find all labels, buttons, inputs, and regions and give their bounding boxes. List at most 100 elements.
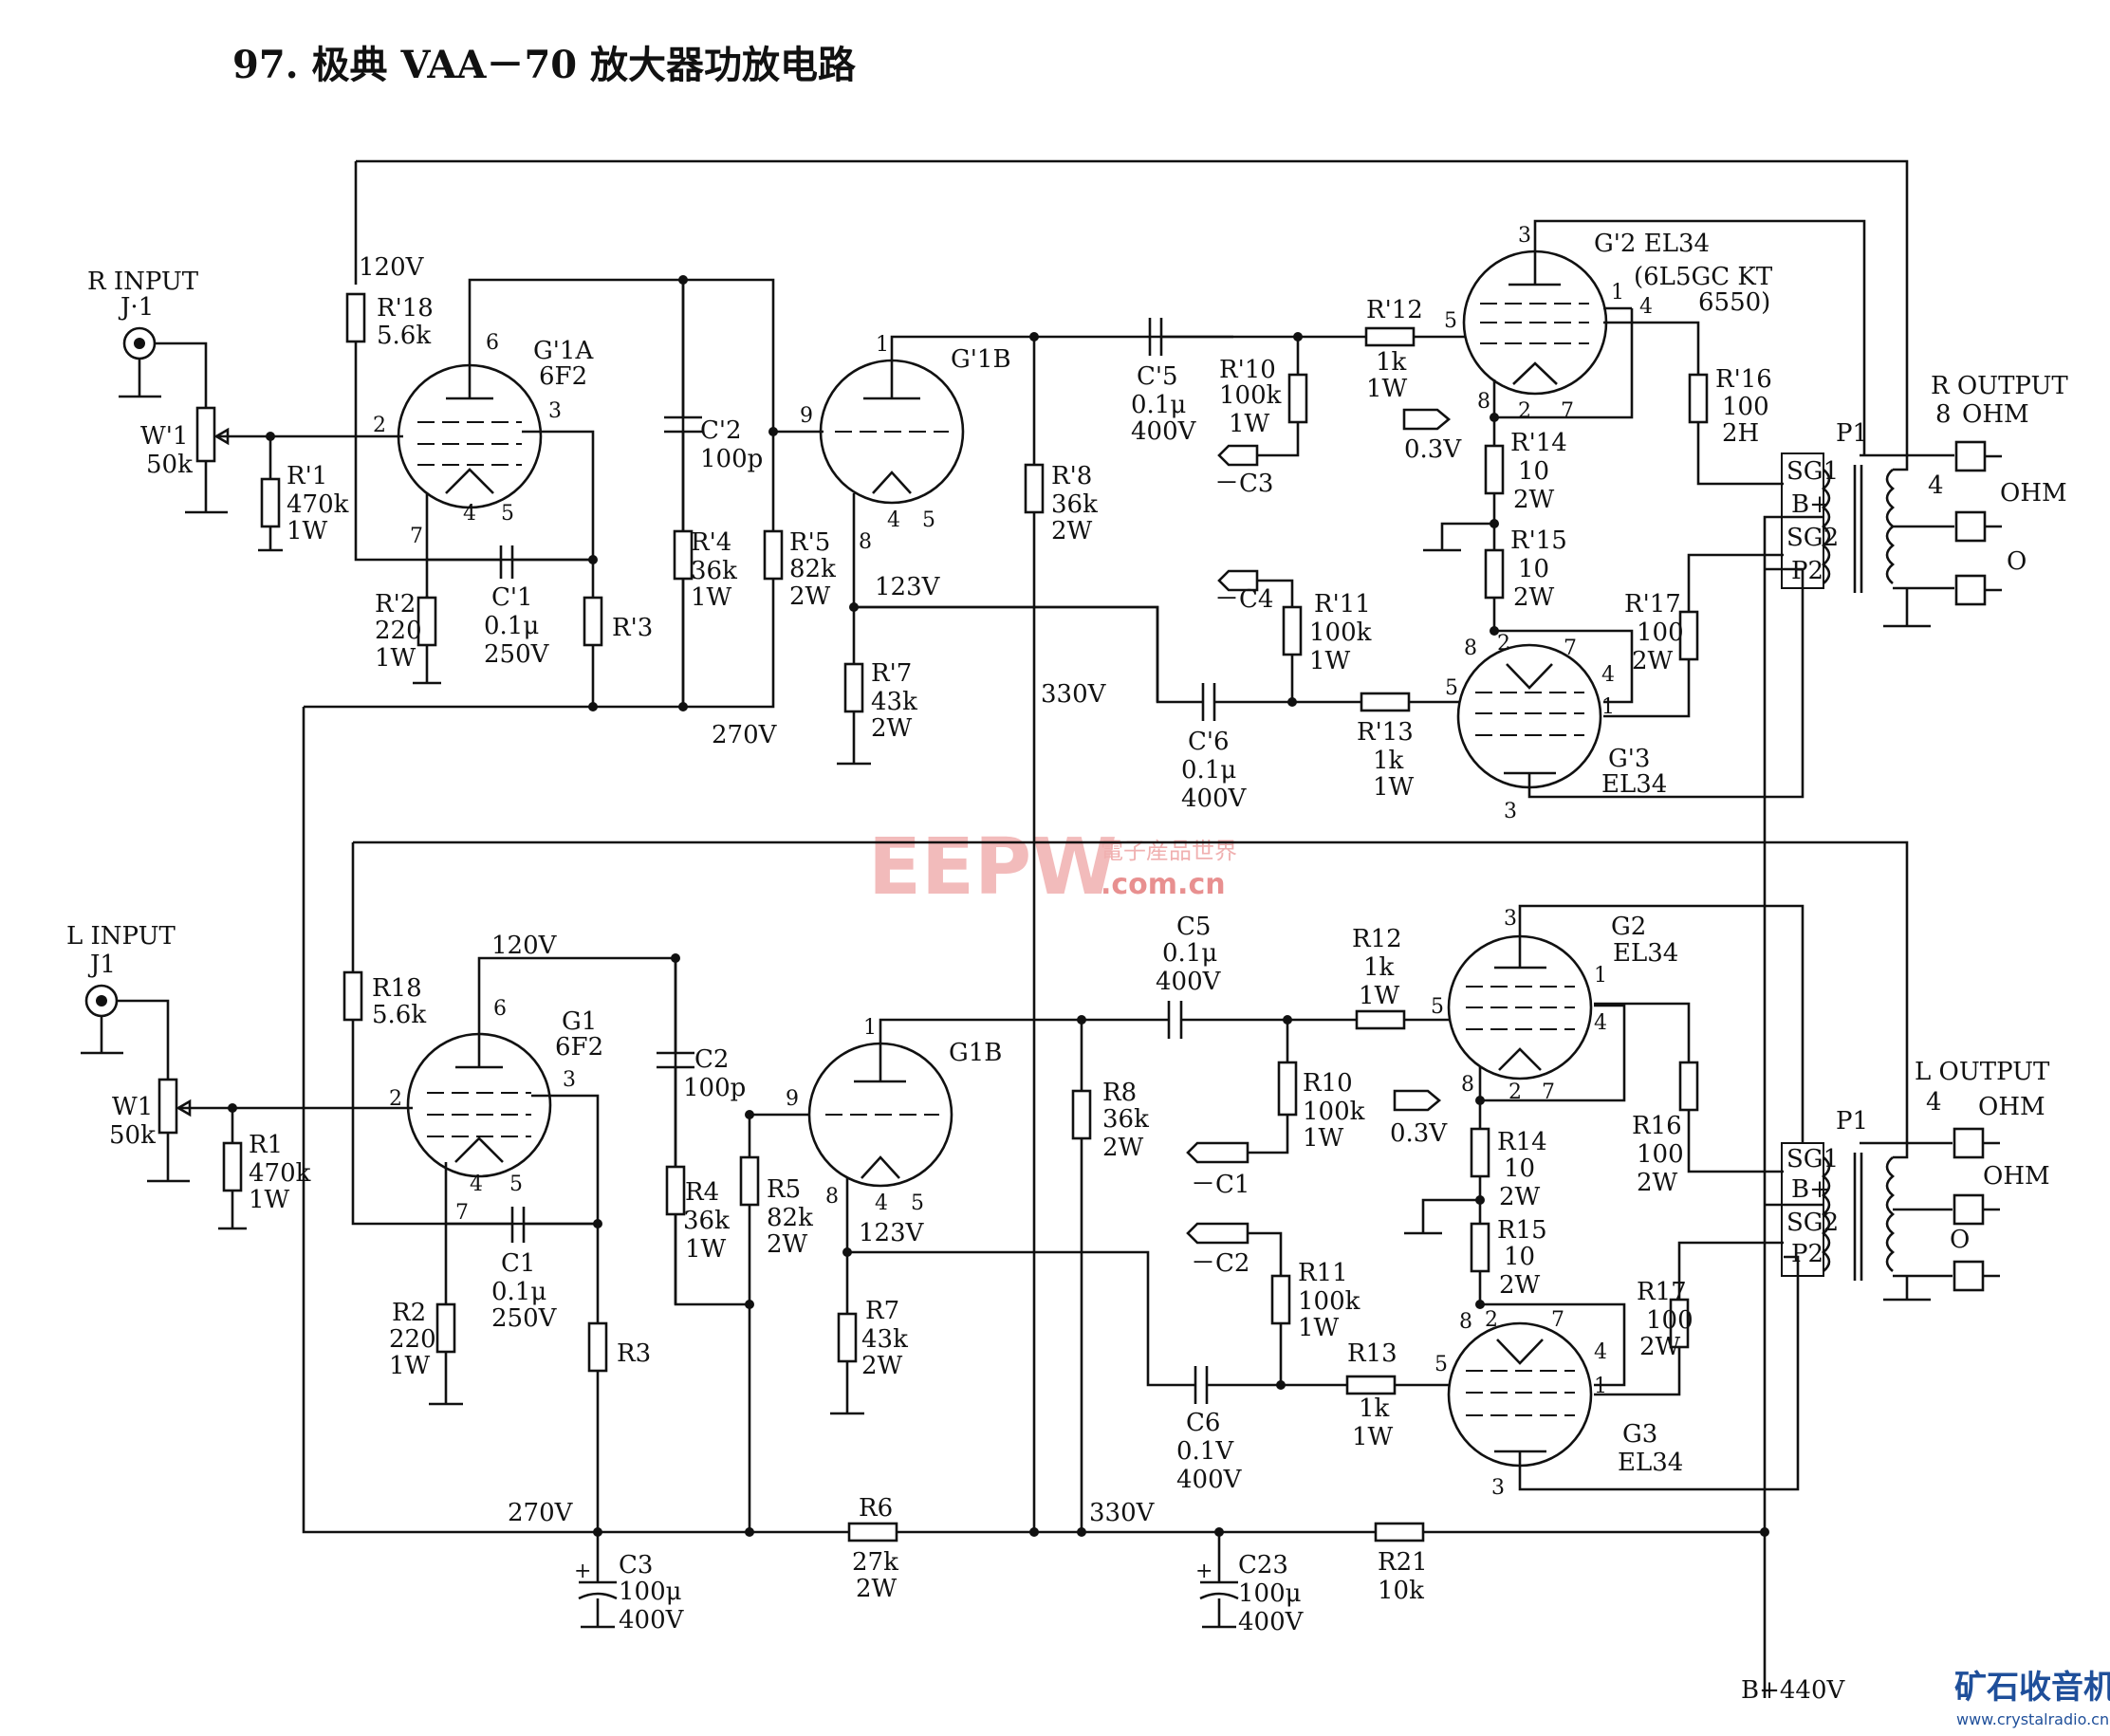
resistor-r2 (416, 596, 437, 647)
c5-volt: 400V (1131, 417, 1197, 446)
resistor-r5 (763, 529, 784, 581)
bias-c4: －C4 (1214, 585, 1273, 614)
svg-text:3: 3 (1491, 1476, 1505, 1500)
r14-label: R'14 (1510, 429, 1567, 457)
r16-label: R'16 (1715, 365, 1772, 394)
resistor-r8 (1024, 463, 1045, 514)
r12-value: 1k (1376, 348, 1407, 377)
c3-volt: 400V (619, 1606, 685, 1634)
c1-value: 0.1μ (491, 1278, 546, 1306)
output-label: L OUTPUT (1915, 1058, 2050, 1086)
r2-value: 220 (389, 1325, 436, 1354)
diagram-title: 97. 极典 VAA－70 放大器功放电路 (232, 43, 857, 87)
svg-text:1: 1 (1601, 695, 1615, 719)
r5-watt: 2W (789, 582, 831, 611)
svg-text:7: 7 (410, 525, 423, 548)
c5-volt: 400V (1156, 968, 1222, 996)
tube1-label: G1 (562, 1007, 597, 1036)
tube-g3 (1456, 567, 1805, 799)
r13-label: R13 (1347, 1339, 1397, 1368)
r6-watt: 2W (856, 1575, 898, 1603)
r1-value: 470k (287, 490, 349, 519)
r17-label: R17 (1637, 1278, 1687, 1306)
logo-url: www.crystalradio.cn (1956, 1710, 2109, 1728)
r8-value: 36k (1102, 1105, 1149, 1134)
svg-text:8: 8 (1464, 637, 1477, 660)
tube-g1b (773, 335, 1233, 702)
svg-text:+: + (1195, 1560, 1212, 1583)
resistor-r7 (837, 1312, 858, 1363)
resistor-r5 (739, 1155, 760, 1207)
svg-text:3: 3 (1504, 800, 1517, 823)
r18-label: R18 (372, 974, 422, 1003)
r11-value: 100k (1298, 1287, 1360, 1316)
output-label: R OUTPUT (1931, 372, 2068, 400)
r8-watt: 2W (1051, 517, 1093, 545)
r16-watt: 2W (1637, 1169, 1678, 1197)
svg-text:8: 8 (1459, 1310, 1472, 1334)
ohm-4: 4 (1926, 1088, 1942, 1117)
r17-watt: 2W (1632, 647, 1674, 675)
r10-value: 100k (1219, 381, 1282, 410)
c1-label: C'1 (491, 583, 533, 612)
c6-value: 0.1V (1176, 1437, 1234, 1466)
r12-label: R12 (1352, 925, 1402, 953)
svg-text:5: 5 (501, 502, 514, 526)
ohm-4-label: OHM (2000, 479, 2067, 508)
svg-text:2: 2 (389, 1087, 402, 1111)
svg-text:4: 4 (887, 508, 900, 532)
r5-label: R'5 (789, 528, 830, 557)
r18-value: 5.6k (372, 1001, 426, 1029)
capacitor-c1 (499, 545, 514, 579)
out-tube-a-label: G'2 EL34 (1594, 230, 1710, 258)
r13-label: R'13 (1357, 718, 1414, 747)
resistor-r2 (435, 1302, 456, 1354)
c2-value: 100p (683, 1074, 746, 1102)
supply-v270: 270V (508, 1499, 574, 1527)
resistor-r18 (342, 970, 363, 1022)
input-label: R INPUT (87, 268, 199, 296)
bias-c2: －C2 (1191, 1249, 1249, 1278)
r15-label: R15 (1497, 1216, 1547, 1245)
svg-text:8: 8 (1461, 1073, 1474, 1097)
c3-value: 100μ (619, 1578, 682, 1606)
svg-text:8: 8 (1477, 390, 1490, 414)
c2-label: C'2 (700, 416, 742, 445)
r10-watt: 1W (1303, 1124, 1344, 1153)
ohm-4-label: OHM (1978, 1093, 2045, 1121)
svg-text:5: 5 (1444, 309, 1457, 333)
bias-label: 0.3V (1390, 1119, 1448, 1148)
resistor-r15 (1484, 548, 1505, 600)
r8-value: 36k (1051, 490, 1098, 519)
c3-label: C3 (619, 1551, 653, 1579)
r7-label: R7 (865, 1297, 899, 1325)
c5-value: 0.1μ (1162, 939, 1217, 968)
c1-volt: 250V (491, 1304, 558, 1333)
r3-label: R3 (617, 1339, 651, 1368)
c6-value: 0.1μ (1181, 756, 1236, 785)
terminal-4 (1953, 1127, 1985, 1159)
resistor-r11 (1282, 605, 1303, 656)
resistor-r1 (222, 1141, 243, 1192)
bias-terminal (1217, 444, 1259, 467)
tap-sg1: SG1 (1786, 1145, 1839, 1173)
r12-label: R'12 (1366, 296, 1423, 324)
tube1-type: 6F2 (539, 362, 587, 391)
tube1-type: 6F2 (555, 1033, 603, 1062)
input-jack (119, 326, 208, 408)
svg-text:6: 6 (493, 997, 507, 1021)
c6-label: C6 (1186, 1409, 1220, 1437)
r15-value: 10 (1518, 555, 1549, 583)
resistor-r3 (587, 1321, 608, 1373)
output-transformer (1765, 1141, 1953, 1302)
r14-watt: 2W (1513, 486, 1555, 514)
ohm-4: 4 (1928, 471, 1944, 500)
tube2-label: G1B (949, 1039, 1002, 1067)
tube-g2 (1462, 219, 1866, 455)
r1-watt: 1W (249, 1186, 290, 1214)
v120-label: 120V (491, 932, 558, 960)
r1-label: R'1 (287, 462, 327, 490)
r21-label: R21 (1378, 1548, 1428, 1577)
r14-label: R14 (1497, 1128, 1547, 1156)
capacitor-c6 (1194, 1366, 1209, 1404)
